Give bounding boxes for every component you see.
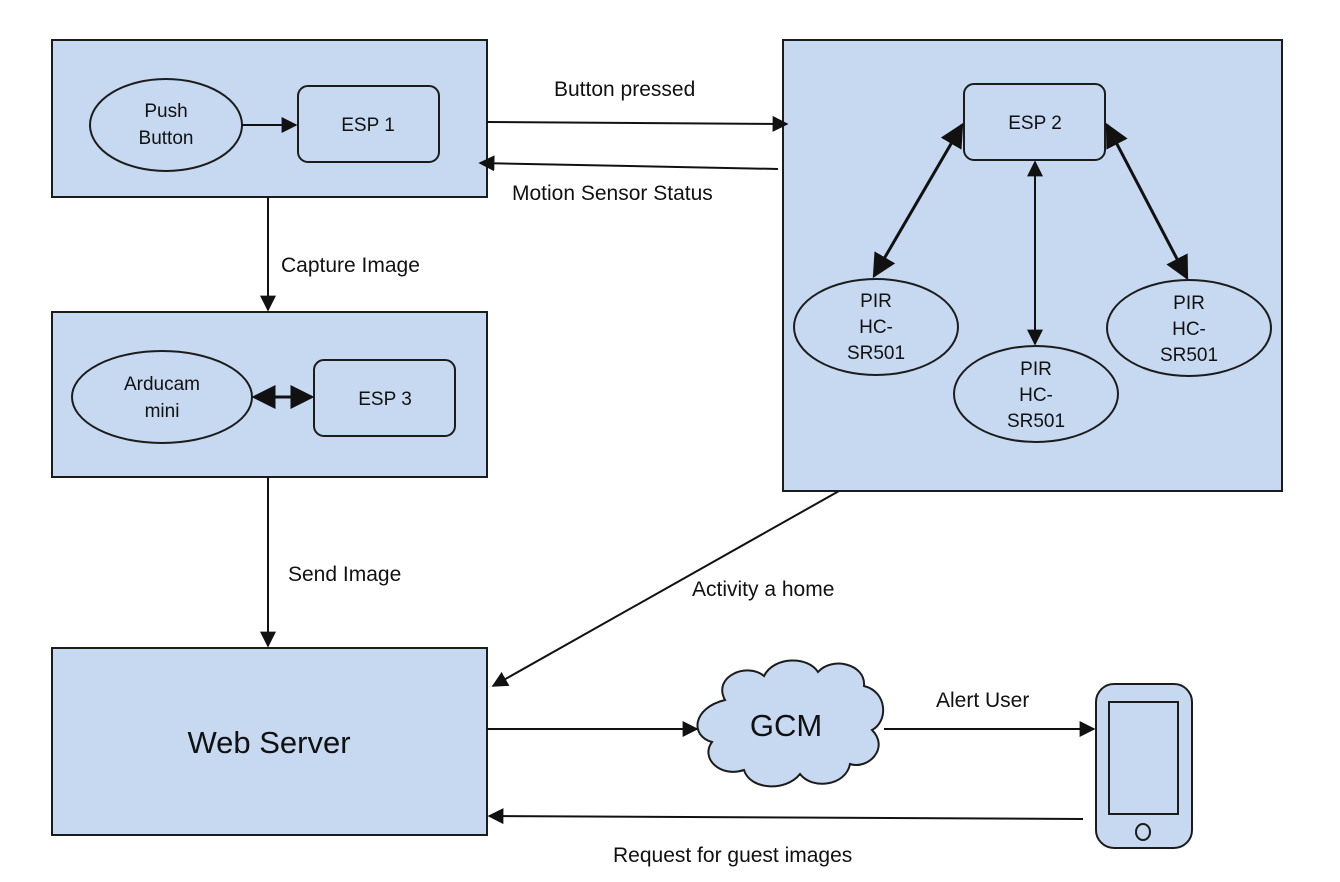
push-button-node	[89, 78, 243, 172]
activity-home-arrow	[491, 490, 840, 687]
arducam-node	[71, 350, 253, 444]
arducam-label-line2: mini	[145, 401, 180, 422]
alert-user-label: Alert User	[936, 689, 1029, 712]
pir-middle-label-line1: PIR	[1020, 359, 1052, 380]
esp1-label: ESP 1	[341, 115, 395, 136]
request-guest-images-arrow	[487, 808, 1084, 825]
motion-sensor-status-label: Motion Sensor Status	[512, 182, 713, 205]
phone-screen	[1108, 701, 1179, 815]
phone-home-button	[1135, 823, 1151, 841]
pir-left-label-line2: HC-	[859, 317, 893, 338]
push-button-label-line2: Button	[139, 128, 194, 149]
pir-right-label-line3: SR501	[1160, 345, 1218, 366]
button-pressed-label: Button pressed	[554, 78, 695, 101]
pir-left-label-line1: PIR	[860, 291, 892, 312]
esp2-label: ESP 2	[1008, 113, 1062, 134]
pir-right-label-line1: PIR	[1173, 293, 1205, 314]
gcm-label: GCM	[750, 708, 822, 743]
gcm-cloud-node	[696, 659, 885, 788]
pir-right-label-line2: HC-	[1172, 319, 1206, 340]
push-button-label-line1: Push	[144, 101, 187, 122]
request-guest-images-label: Request for guest images	[613, 844, 852, 867]
pir-middle-node	[953, 345, 1119, 443]
pir-left-node	[793, 278, 959, 376]
pir-right-node	[1106, 279, 1272, 377]
esp2-pir-left-arrow	[872, 122, 964, 279]
motion-sensor-status-arrow	[478, 155, 779, 172]
web-server-box	[51, 647, 488, 836]
esp3-label: ESP 3	[358, 389, 412, 410]
esp2-node	[963, 83, 1106, 161]
button-pressed-arrow	[486, 115, 789, 132]
pir-left-label-line3: SR501	[847, 343, 905, 364]
pir-middle-label-line2: HC-	[1019, 385, 1053, 406]
arducam-label-line1: Arducam	[124, 374, 200, 395]
web-server-label: Web Server	[187, 725, 350, 760]
capture-image-label: Capture Image	[281, 254, 420, 277]
pir-middle-label-line3: SR501	[1007, 411, 1065, 432]
esp1-node	[297, 85, 440, 163]
send-image-label: Send Image	[288, 563, 401, 586]
esp2-pir-right-arrow	[1105, 122, 1189, 281]
activity-home-label: Activity a home	[692, 578, 834, 601]
